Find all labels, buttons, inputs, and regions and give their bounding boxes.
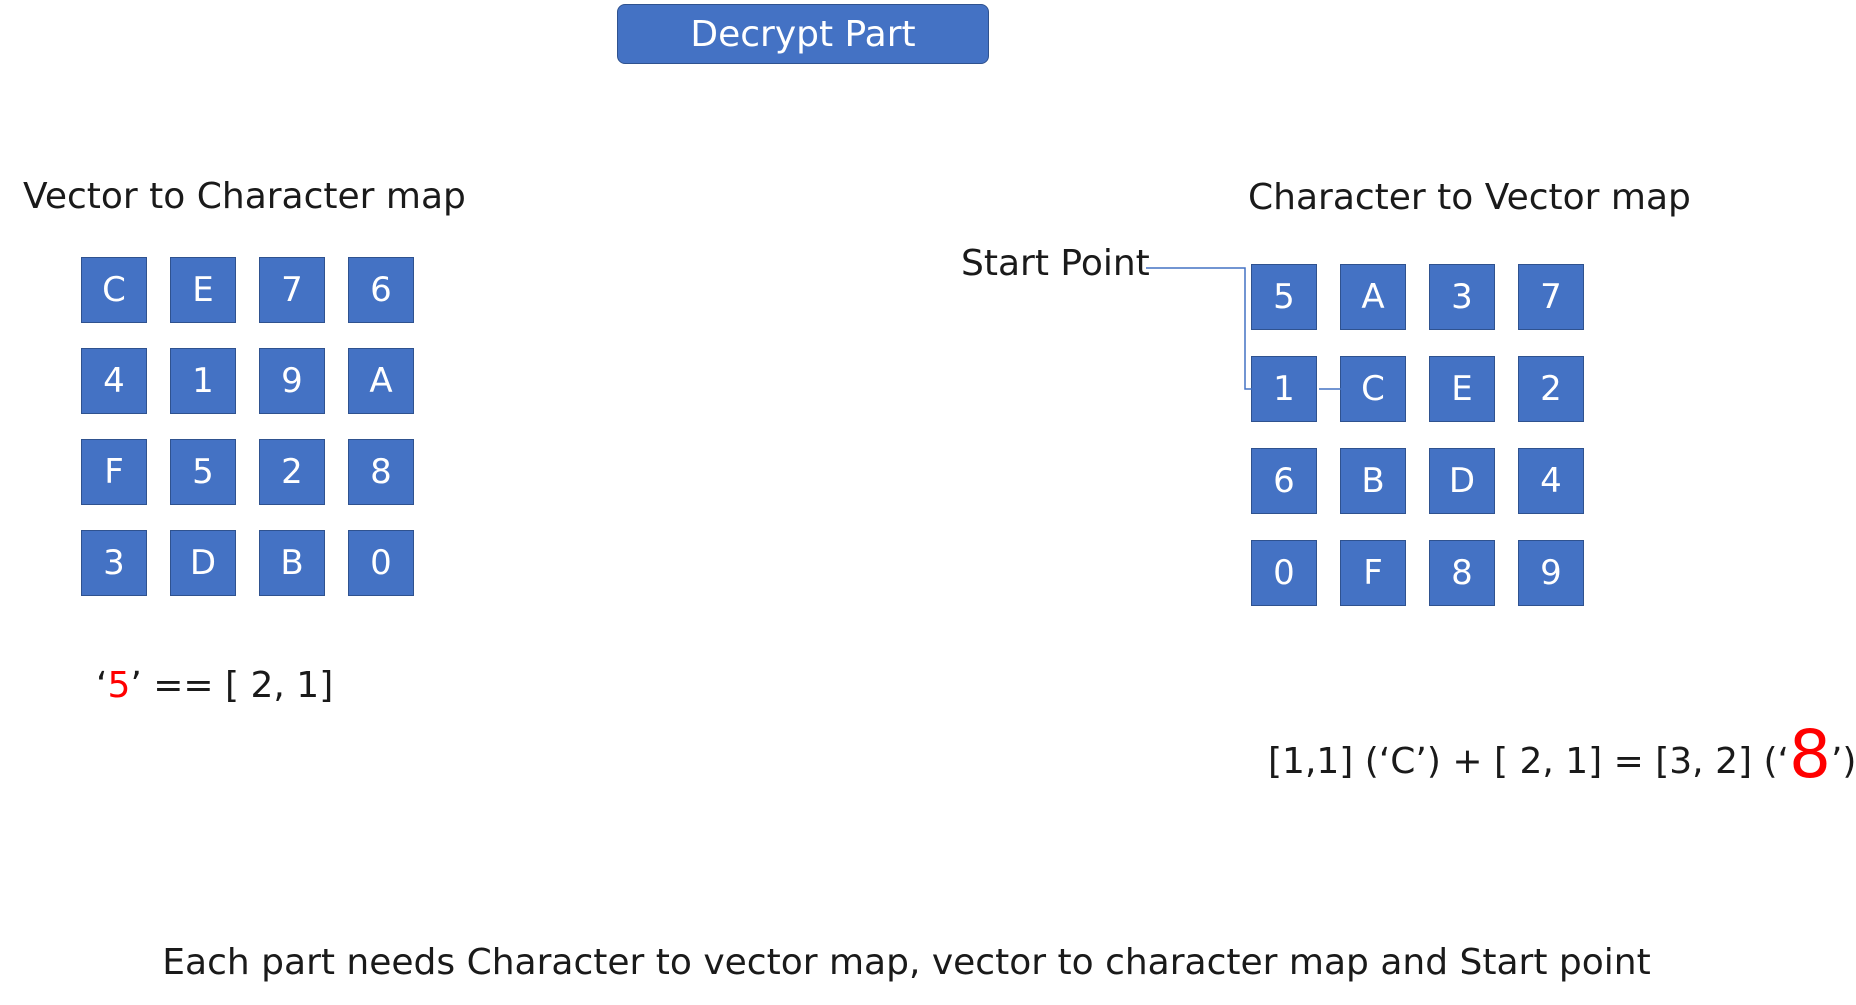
left-example-rest: ’ == [ 2, 1]: [130, 665, 334, 706]
right-cell: 6: [1251, 448, 1317, 514]
left-cell: D: [170, 530, 236, 596]
left-cell: 5: [170, 439, 236, 505]
start-point-connector: [1146, 267, 1342, 390]
left-cell: B: [259, 530, 325, 596]
left-heading: Vector to Character map: [23, 176, 466, 217]
title-box: Decrypt Part: [617, 4, 989, 64]
left-cell: A: [348, 348, 414, 414]
right-example-result: 8: [1788, 716, 1831, 793]
right-example: [1,1] (‘C’) + [ 2, 1] = [3, 2] (‘8’): [1268, 722, 1856, 788]
right-heading: Character to Vector map: [1248, 177, 1691, 218]
left-cell: 3: [81, 530, 147, 596]
left-example-open: ‘: [96, 665, 108, 706]
right-cell: 8: [1429, 540, 1495, 606]
right-cell: 0: [1251, 540, 1317, 606]
right-cell: B: [1340, 448, 1406, 514]
right-cell: 7: [1518, 264, 1584, 330]
footer-note: Each part needs Character to vector map,…: [162, 942, 1651, 983]
right-cell: 4: [1518, 448, 1584, 514]
left-cell: 9: [259, 348, 325, 414]
left-cell: 6: [348, 257, 414, 323]
left-cell: 7: [259, 257, 325, 323]
right-cell: 1: [1251, 356, 1317, 422]
left-example: ‘5’ == [ 2, 1]: [96, 665, 333, 706]
vector-to-character-grid: C E 7 6 4 1 9 A F 5 2 8 3 D B 0: [81, 257, 414, 596]
right-cell: 5: [1251, 264, 1317, 330]
right-cell: A: [1340, 264, 1406, 330]
right-cell: F: [1340, 540, 1406, 606]
right-cell: E: [1429, 356, 1495, 422]
title-label: Decrypt Part: [690, 13, 916, 55]
left-cell: E: [170, 257, 236, 323]
left-cell: C: [81, 257, 147, 323]
right-example-prefix: [1,1] (‘C’) + [ 2, 1] = [3, 2] (‘: [1268, 741, 1789, 782]
start-point-label: Start Point: [961, 243, 1150, 284]
left-example-char: 5: [107, 665, 131, 706]
left-cell: 2: [259, 439, 325, 505]
left-cell: 1: [170, 348, 236, 414]
right-cell: 3: [1429, 264, 1495, 330]
left-cell: 4: [81, 348, 147, 414]
left-cell: 8: [348, 439, 414, 505]
right-cell: D: [1429, 448, 1495, 514]
left-cell: F: [81, 439, 147, 505]
left-cell: 0: [348, 530, 414, 596]
right-cell: 2: [1518, 356, 1584, 422]
right-cell: 9: [1518, 540, 1584, 606]
right-cell: C: [1340, 356, 1406, 422]
right-example-suffix: ’): [1830, 741, 1856, 782]
start-point-line: [1146, 267, 1253, 390]
character-to-vector-grid: 5 A 3 7 1 C E 2 6 B D 4 0 F 8 9: [1251, 264, 1584, 606]
